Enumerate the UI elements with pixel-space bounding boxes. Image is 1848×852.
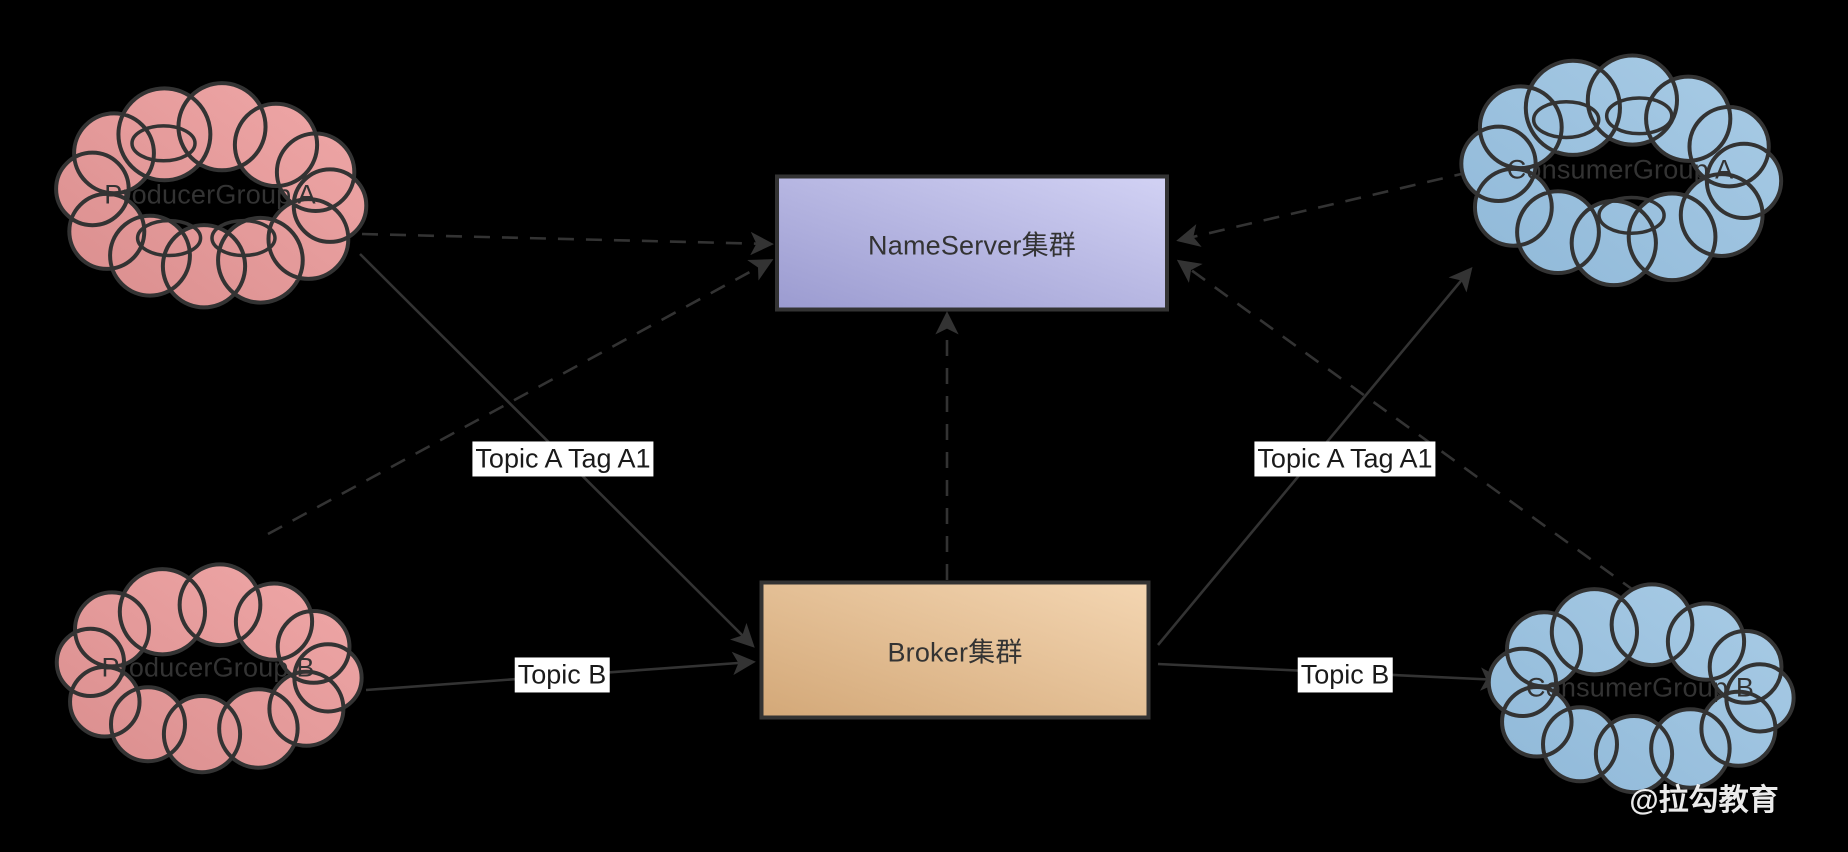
edge-label-pgb-to-broker: Topic B xyxy=(514,657,610,693)
edge-label-pga-to-broker: Topic A Tag A1 xyxy=(472,441,654,477)
node-broker-cluster[interactable] xyxy=(759,580,1151,720)
cloud-node-ellipse xyxy=(1604,96,1674,136)
rect-shape xyxy=(759,580,1151,720)
nodes-group xyxy=(54,52,1796,795)
edge-line xyxy=(361,231,774,256)
edge-label-cgb-to-nameserver: Topic A Tag A1 xyxy=(1254,441,1436,477)
edge-pgb-to-nameserver xyxy=(267,259,774,536)
cloud-node-ellipse xyxy=(1597,195,1666,235)
edge-pga-to-nameserver xyxy=(361,231,774,256)
cloud-node-ellipse xyxy=(135,218,203,258)
edge-line xyxy=(1176,170,1471,247)
cloud-shape xyxy=(54,562,364,775)
cloud-node-ellipse xyxy=(1531,100,1601,140)
edge-label-broker-to-cgb: Topic B xyxy=(1297,657,1393,693)
node-producer-group-b[interactable] xyxy=(54,562,364,775)
rect-shape xyxy=(775,174,1169,312)
cloud-shape xyxy=(54,81,369,310)
node-consumer-group-b[interactable] xyxy=(1486,582,1796,795)
cloud-shape xyxy=(1486,582,1796,795)
edge-line xyxy=(1176,259,1637,594)
cloud-shape xyxy=(1459,52,1784,288)
cloud-node-ellipse xyxy=(130,124,197,163)
node-nameserver-cluster[interactable] xyxy=(775,174,1169,312)
edge-line xyxy=(267,259,774,536)
watermark: @拉勾教育 xyxy=(1629,784,1779,817)
edge-cga-to-nameserver xyxy=(1176,170,1471,247)
node-consumer-group-a[interactable] xyxy=(1459,52,1784,288)
edge-cgb-to-nameserver xyxy=(1176,259,1637,594)
cloud-node-ellipse xyxy=(210,218,277,258)
node-producer-group-a[interactable] xyxy=(54,81,369,310)
